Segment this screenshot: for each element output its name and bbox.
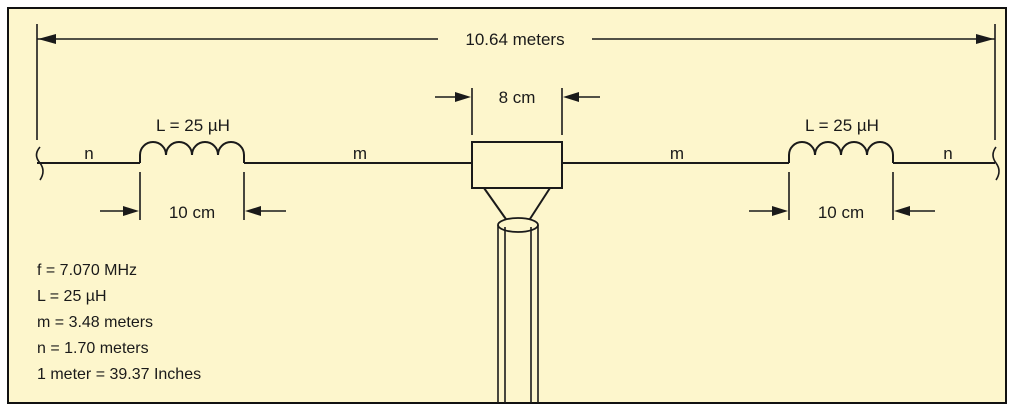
right-coil (788, 141, 894, 163)
segment-label-inner-left: m (353, 144, 367, 163)
legend-frequency: f = 7.070 MHz (37, 262, 137, 279)
gap-arrow-right (563, 92, 579, 102)
break-mark-right (992, 146, 1000, 181)
left-coil-length-label: 10 cm (169, 203, 215, 222)
legend-conversion: 1 meter = 39.37 Inches (37, 366, 201, 383)
feed-gap-label: 8 cm (499, 88, 536, 107)
coax-top (497, 217, 539, 233)
feed-lead-left (483, 187, 509, 223)
segment-label-inner-right: m (670, 144, 684, 163)
segment-label-outer-left: n (84, 144, 93, 163)
left-coil-arrow-left (123, 206, 139, 216)
legend-inductance: L = 25 µH (37, 288, 107, 305)
overall-arrow-right (976, 34, 994, 44)
gap-arrow-left (455, 92, 471, 102)
feed-lead-right (527, 187, 551, 223)
feed-box (471, 141, 563, 189)
left-coil-inductance-label: L = 25 µH (156, 116, 230, 135)
legend-m-length: m = 3.48 meters (37, 314, 153, 331)
left-coil (139, 141, 245, 163)
diagram-background (7, 7, 1007, 404)
right-coil-inductance-label: L = 25 µH (805, 116, 879, 135)
legend: f = 7.070 MHz L = 25 µH m = 3.48 meters … (37, 262, 201, 383)
legend-n-length: n = 1.70 meters (37, 340, 149, 357)
right-coil-arrow-left (772, 206, 788, 216)
break-mark-left (35, 146, 44, 181)
overall-arrow-left (38, 34, 56, 44)
right-coil-length-label: 10 cm (818, 203, 864, 222)
left-coil-arrow-right (245, 206, 261, 216)
right-coil-arrow-right (894, 206, 910, 216)
segment-label-outer-right: n (943, 144, 952, 163)
overall-length-label: 10.64 meters (465, 30, 564, 49)
